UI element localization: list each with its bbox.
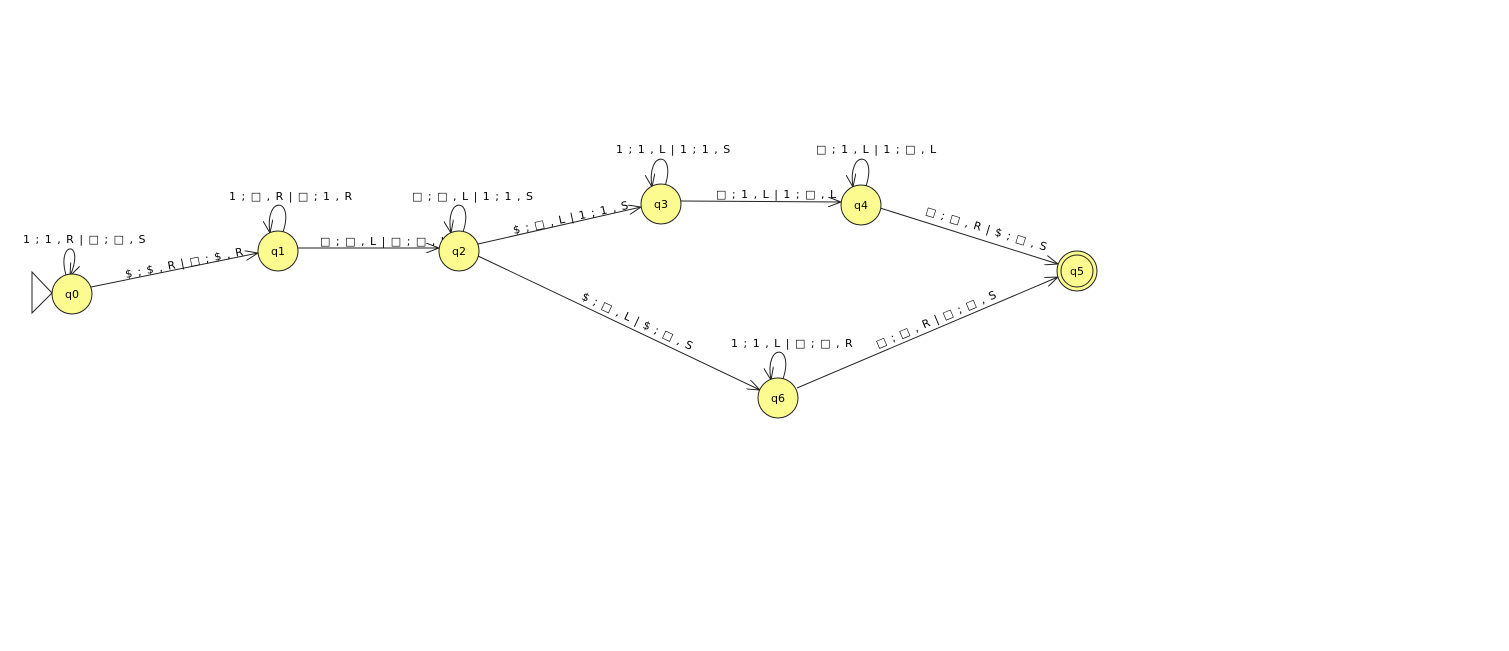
- label-q6-q6: 1 ; 1 , L | □ ; □ , R: [731, 337, 854, 350]
- states: q0 q1 q2 q3 q4 q5 q6: [51, 183, 1098, 419]
- state-q6[interactable]: q6: [757, 377, 799, 419]
- state-label-q0: q0: [65, 288, 79, 301]
- loop-q6: [770, 351, 787, 380]
- label-q2-q6: $ ; □ , L | $ ; □ , S: [580, 290, 696, 353]
- loop-q4: [852, 158, 870, 187]
- edge-q6-q5: [796, 277, 1058, 389]
- state-q3[interactable]: q3: [640, 183, 682, 225]
- loop-q0: [63, 248, 75, 276]
- label-q0-q0: 1 ; 1 , R | □ ; □ , S: [23, 233, 147, 246]
- state-q1[interactable]: q1: [257, 230, 299, 272]
- state-q2[interactable]: q2: [438, 230, 480, 272]
- final-state-ring: [1060, 254, 1094, 288]
- state-label-q2: q2: [452, 245, 466, 258]
- state-q0[interactable]: q0: [51, 273, 93, 315]
- label-q4-q5: □ ; □ , R | $ ; □ , S: [924, 204, 1049, 254]
- label-q1-q2: □ ; □ , L | □ ; □ , L: [320, 235, 448, 248]
- label-q3-q3: 1 ; 1 , L | 1 ; 1 , S: [616, 143, 731, 156]
- state-q5[interactable]: q5: [1056, 250, 1098, 292]
- label-q0-q1: $ ; $ , R | □ ; $ , R: [124, 245, 245, 281]
- edge-q2-q3: [477, 207, 641, 245]
- edge-q4-q5: [879, 207, 1058, 264]
- loop-q2: [450, 204, 467, 233]
- label-q6-q5: □ ; □ , R | □ ; □ , S: [874, 288, 999, 351]
- label-q2-q2: □ ; □ , L | 1 ; 1 , S: [412, 190, 534, 203]
- state-label-q5: q5: [1070, 265, 1084, 278]
- state-q4[interactable]: q4: [840, 184, 882, 226]
- state-label-q6: q6: [771, 392, 785, 405]
- state-label-q1: q1: [271, 245, 285, 258]
- start-arrow: [31, 270, 53, 315]
- label-q3-q4: □ ; 1 , L | 1 ; □ , L: [716, 188, 837, 201]
- loop-q1: [269, 204, 287, 233]
- edge-q3-q4: [679, 201, 841, 202]
- transitions: 1 ; 1 , R | □ ; □ , S 1 ; □ , R | □ ; 1 …: [23, 143, 1058, 390]
- state-label-q4: q4: [854, 199, 868, 212]
- loop-q3: [651, 158, 669, 187]
- label-q1-q1: 1 ; □ , R | □ ; 1 , R: [229, 190, 353, 203]
- edge-q2-q6: [477, 255, 760, 390]
- label-q4-q4: □ ; 1 , L | 1 ; □ , L: [816, 143, 937, 156]
- state-label-q3: q3: [654, 198, 668, 211]
- label-q2-q3: $ ; □ , L | 1 ; 1 , S: [512, 199, 631, 237]
- edge-q0-q1: [90, 253, 258, 288]
